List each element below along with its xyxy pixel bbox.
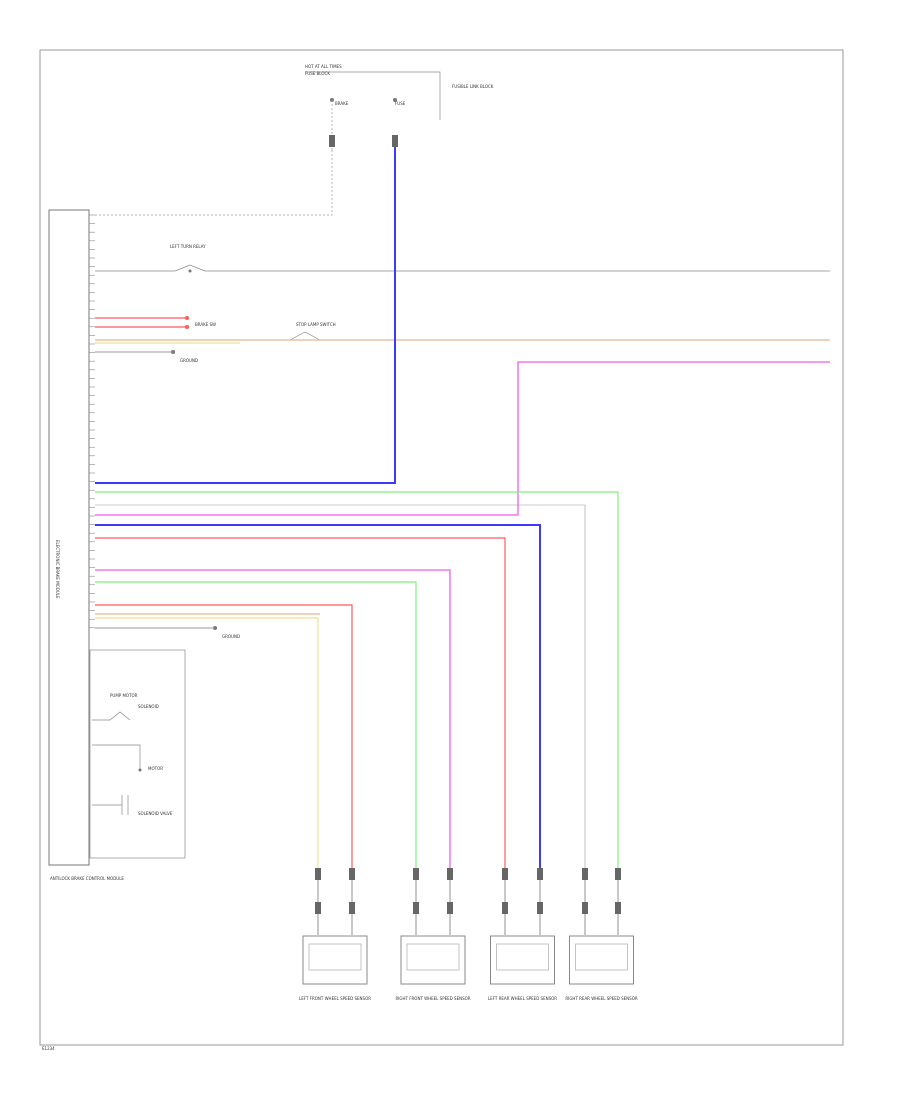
relay-contact — [188, 269, 192, 273]
wire — [95, 504, 586, 875]
ground-label: GROUND — [222, 634, 240, 639]
connector — [615, 902, 621, 914]
wheel-speed-sensor: RIGHT REAR WHEEL SPEED SENSOR — [565, 868, 638, 1001]
connector — [502, 868, 508, 880]
top-block-label: BRAKE — [335, 101, 349, 106]
sensor-label: RIGHT FRONT WHEEL SPEED SENSOR — [395, 996, 470, 1001]
top-block-label: HOT AT ALL TIMES — [305, 64, 342, 69]
wire — [95, 140, 396, 484]
wheel-speed-sensor: RIGHT FRONT WHEEL SPEED SENSOR — [395, 868, 471, 1001]
wheel-speed-sensor: LEFT REAR WHEEL SPEED SENSOR — [488, 868, 557, 1001]
connector — [537, 868, 543, 880]
sensor-label: LEFT FRONT WHEEL SPEED SENSOR — [299, 996, 371, 1001]
ground-label: GROUND — [180, 358, 198, 363]
wire — [95, 524, 541, 875]
sensor-box — [400, 935, 466, 985]
sub-block-label: MOTOR — [148, 766, 163, 771]
connector — [582, 868, 588, 880]
wire — [95, 569, 451, 875]
connector — [349, 868, 355, 880]
sub-block-terminal — [138, 768, 142, 772]
connector — [413, 868, 419, 880]
relay-label: LEFT TURN RELAY — [170, 244, 206, 249]
module-side-label: ELECTRONIC BRAKE MODULE — [55, 540, 60, 599]
sensor-element — [406, 943, 460, 971]
module-bottom-label: ANTILOCK BRAKE CONTROL MODULE — [50, 876, 124, 881]
sensor-label: RIGHT REAR WHEEL SPEED SENSOR — [565, 996, 637, 1001]
connector — [349, 902, 355, 914]
connector — [615, 868, 621, 880]
fuse-terminal — [393, 98, 397, 102]
sub-block-label: SOLENOID VALVE — [138, 811, 173, 816]
wire — [95, 617, 319, 875]
top-block-label: FUSE — [395, 101, 406, 106]
connector — [413, 902, 419, 914]
sensor-element — [575, 943, 628, 971]
connector — [392, 135, 398, 147]
connector — [315, 868, 321, 880]
wire — [95, 604, 353, 875]
connector — [315, 902, 321, 914]
footer-code: E1234 — [42, 1046, 55, 1051]
top-fuse-block: HOT AT ALL TIMES FUSE BLOCK BRAKE FUSE F… — [95, 64, 494, 216]
switch-label: STOP LAMP SWITCH — [296, 322, 336, 327]
module-pin-ticks — [89, 214, 95, 629]
sensor-label: LEFT REAR WHEEL SPEED SENSOR — [488, 996, 557, 1001]
diagram-frame — [39, 49, 844, 1046]
connector — [447, 902, 453, 914]
sensor-box — [302, 935, 368, 985]
control-module-box — [48, 209, 90, 866]
sensor-box — [490, 935, 555, 985]
wire — [95, 537, 506, 875]
wheel-speed-sensor: LEFT FRONT WHEEL SPEED SENSOR — [299, 868, 371, 1001]
sensor-element — [496, 943, 549, 971]
sensor-element — [308, 943, 362, 971]
connector — [502, 902, 508, 914]
top-right-note: FUSIBLE LINK BLOCK — [452, 84, 494, 89]
connector — [447, 868, 453, 880]
sub-block-label: SOLENOID — [138, 704, 159, 709]
stop-lamp-switch: STOP LAMP SWITCH — [289, 322, 336, 341]
top-block-label: FUSE BLOCK — [305, 71, 330, 76]
wire — [95, 581, 417, 875]
sub-block-label: PUMP MOTOR — [110, 693, 138, 698]
connector — [582, 902, 588, 914]
wire — [95, 491, 619, 875]
turn-relay: LEFT TURN RELAY — [95, 244, 830, 273]
sensor-box — [569, 935, 634, 985]
pump-sub-block: PUMP MOTOR SOLENOID MOTOR SOLENOID VALVE — [89, 649, 186, 859]
wire — [95, 361, 830, 516]
connector — [537, 902, 543, 914]
connector — [329, 135, 335, 147]
wheel-speed-sensors: LEFT FRONT WHEEL SPEED SENSOR RIGHT FRONT… — [299, 868, 638, 1001]
resistor-label: BRAKE SW — [195, 322, 216, 327]
wire-harness — [95, 135, 830, 875]
